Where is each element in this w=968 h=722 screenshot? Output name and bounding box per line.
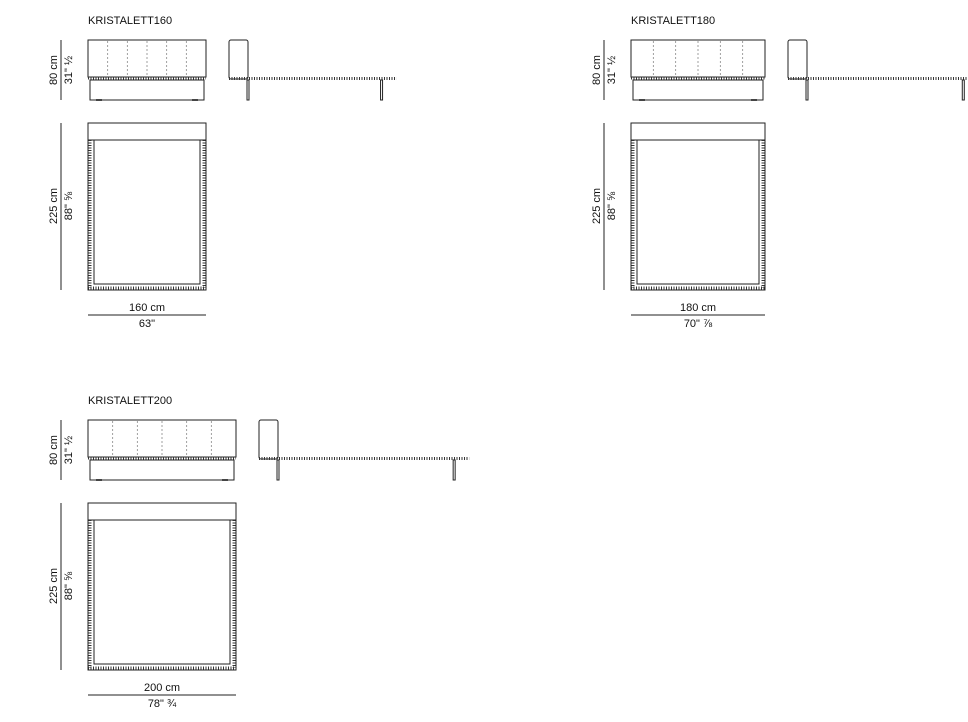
height-cm-label: 80 cm bbox=[48, 55, 60, 85]
width-cm-label: 180 cm bbox=[680, 302, 716, 314]
front-view bbox=[87, 419, 237, 481]
headboard-side bbox=[228, 39, 249, 80]
length-cm-label: 225 cm bbox=[48, 188, 60, 224]
front-view bbox=[87, 39, 207, 101]
mattress-area bbox=[636, 139, 760, 285]
width-cm-label: 160 cm bbox=[129, 302, 165, 314]
headboard-plan bbox=[87, 122, 207, 141]
frame bbox=[87, 139, 207, 291]
headboard-side bbox=[787, 39, 808, 80]
plan-view bbox=[87, 502, 237, 671]
plan-view bbox=[630, 122, 766, 291]
length-in-label: 88" ⅝ bbox=[63, 571, 75, 600]
leg bbox=[276, 459, 280, 481]
leg bbox=[246, 79, 250, 101]
mattress-area bbox=[93, 139, 201, 285]
front-view bbox=[630, 39, 766, 101]
bed-base bbox=[89, 459, 235, 481]
length-in-label: 88" ⅝ bbox=[63, 191, 75, 220]
model-title: KRISTALETT180 bbox=[631, 15, 715, 27]
headboard-side bbox=[258, 419, 279, 460]
frame bbox=[630, 139, 766, 291]
length-cm-label: 225 cm bbox=[591, 188, 603, 224]
width-cm-label: 200 cm bbox=[144, 682, 180, 694]
foot bbox=[96, 99, 102, 101]
plan-view bbox=[87, 122, 207, 291]
foot bbox=[96, 479, 102, 481]
height-cm-label: 80 cm bbox=[591, 55, 603, 85]
mattress-area bbox=[93, 519, 231, 665]
model-title: KRISTALETT200 bbox=[88, 395, 172, 407]
side-view bbox=[787, 39, 968, 101]
leg bbox=[961, 79, 965, 101]
bed-base bbox=[632, 79, 764, 101]
frame bbox=[87, 519, 237, 671]
width-in-label: 63" bbox=[139, 318, 155, 330]
width-in-label: 78" ¾ bbox=[148, 698, 177, 710]
height-in-label: 31" ½ bbox=[63, 436, 75, 464]
foot bbox=[222, 479, 228, 481]
width-in-label: 70" ⅞ bbox=[684, 318, 713, 330]
bed-base bbox=[89, 79, 205, 101]
side-view bbox=[228, 39, 397, 101]
leg bbox=[452, 459, 456, 481]
length-in-label: 88" ⅝ bbox=[606, 191, 618, 220]
height-in-label: 31" ½ bbox=[606, 56, 618, 84]
length-cm-label: 225 cm bbox=[48, 568, 60, 604]
leg bbox=[805, 79, 809, 101]
model-title: KRISTALETT160 bbox=[88, 15, 172, 27]
leg bbox=[380, 79, 384, 101]
headboard-plan bbox=[630, 122, 766, 141]
foot bbox=[192, 99, 198, 101]
height-cm-label: 80 cm bbox=[48, 435, 60, 465]
foot bbox=[751, 99, 757, 101]
side-view bbox=[258, 419, 470, 481]
height-in-label: 31" ½ bbox=[63, 56, 75, 84]
foot bbox=[639, 99, 645, 101]
headboard-plan bbox=[87, 502, 237, 521]
